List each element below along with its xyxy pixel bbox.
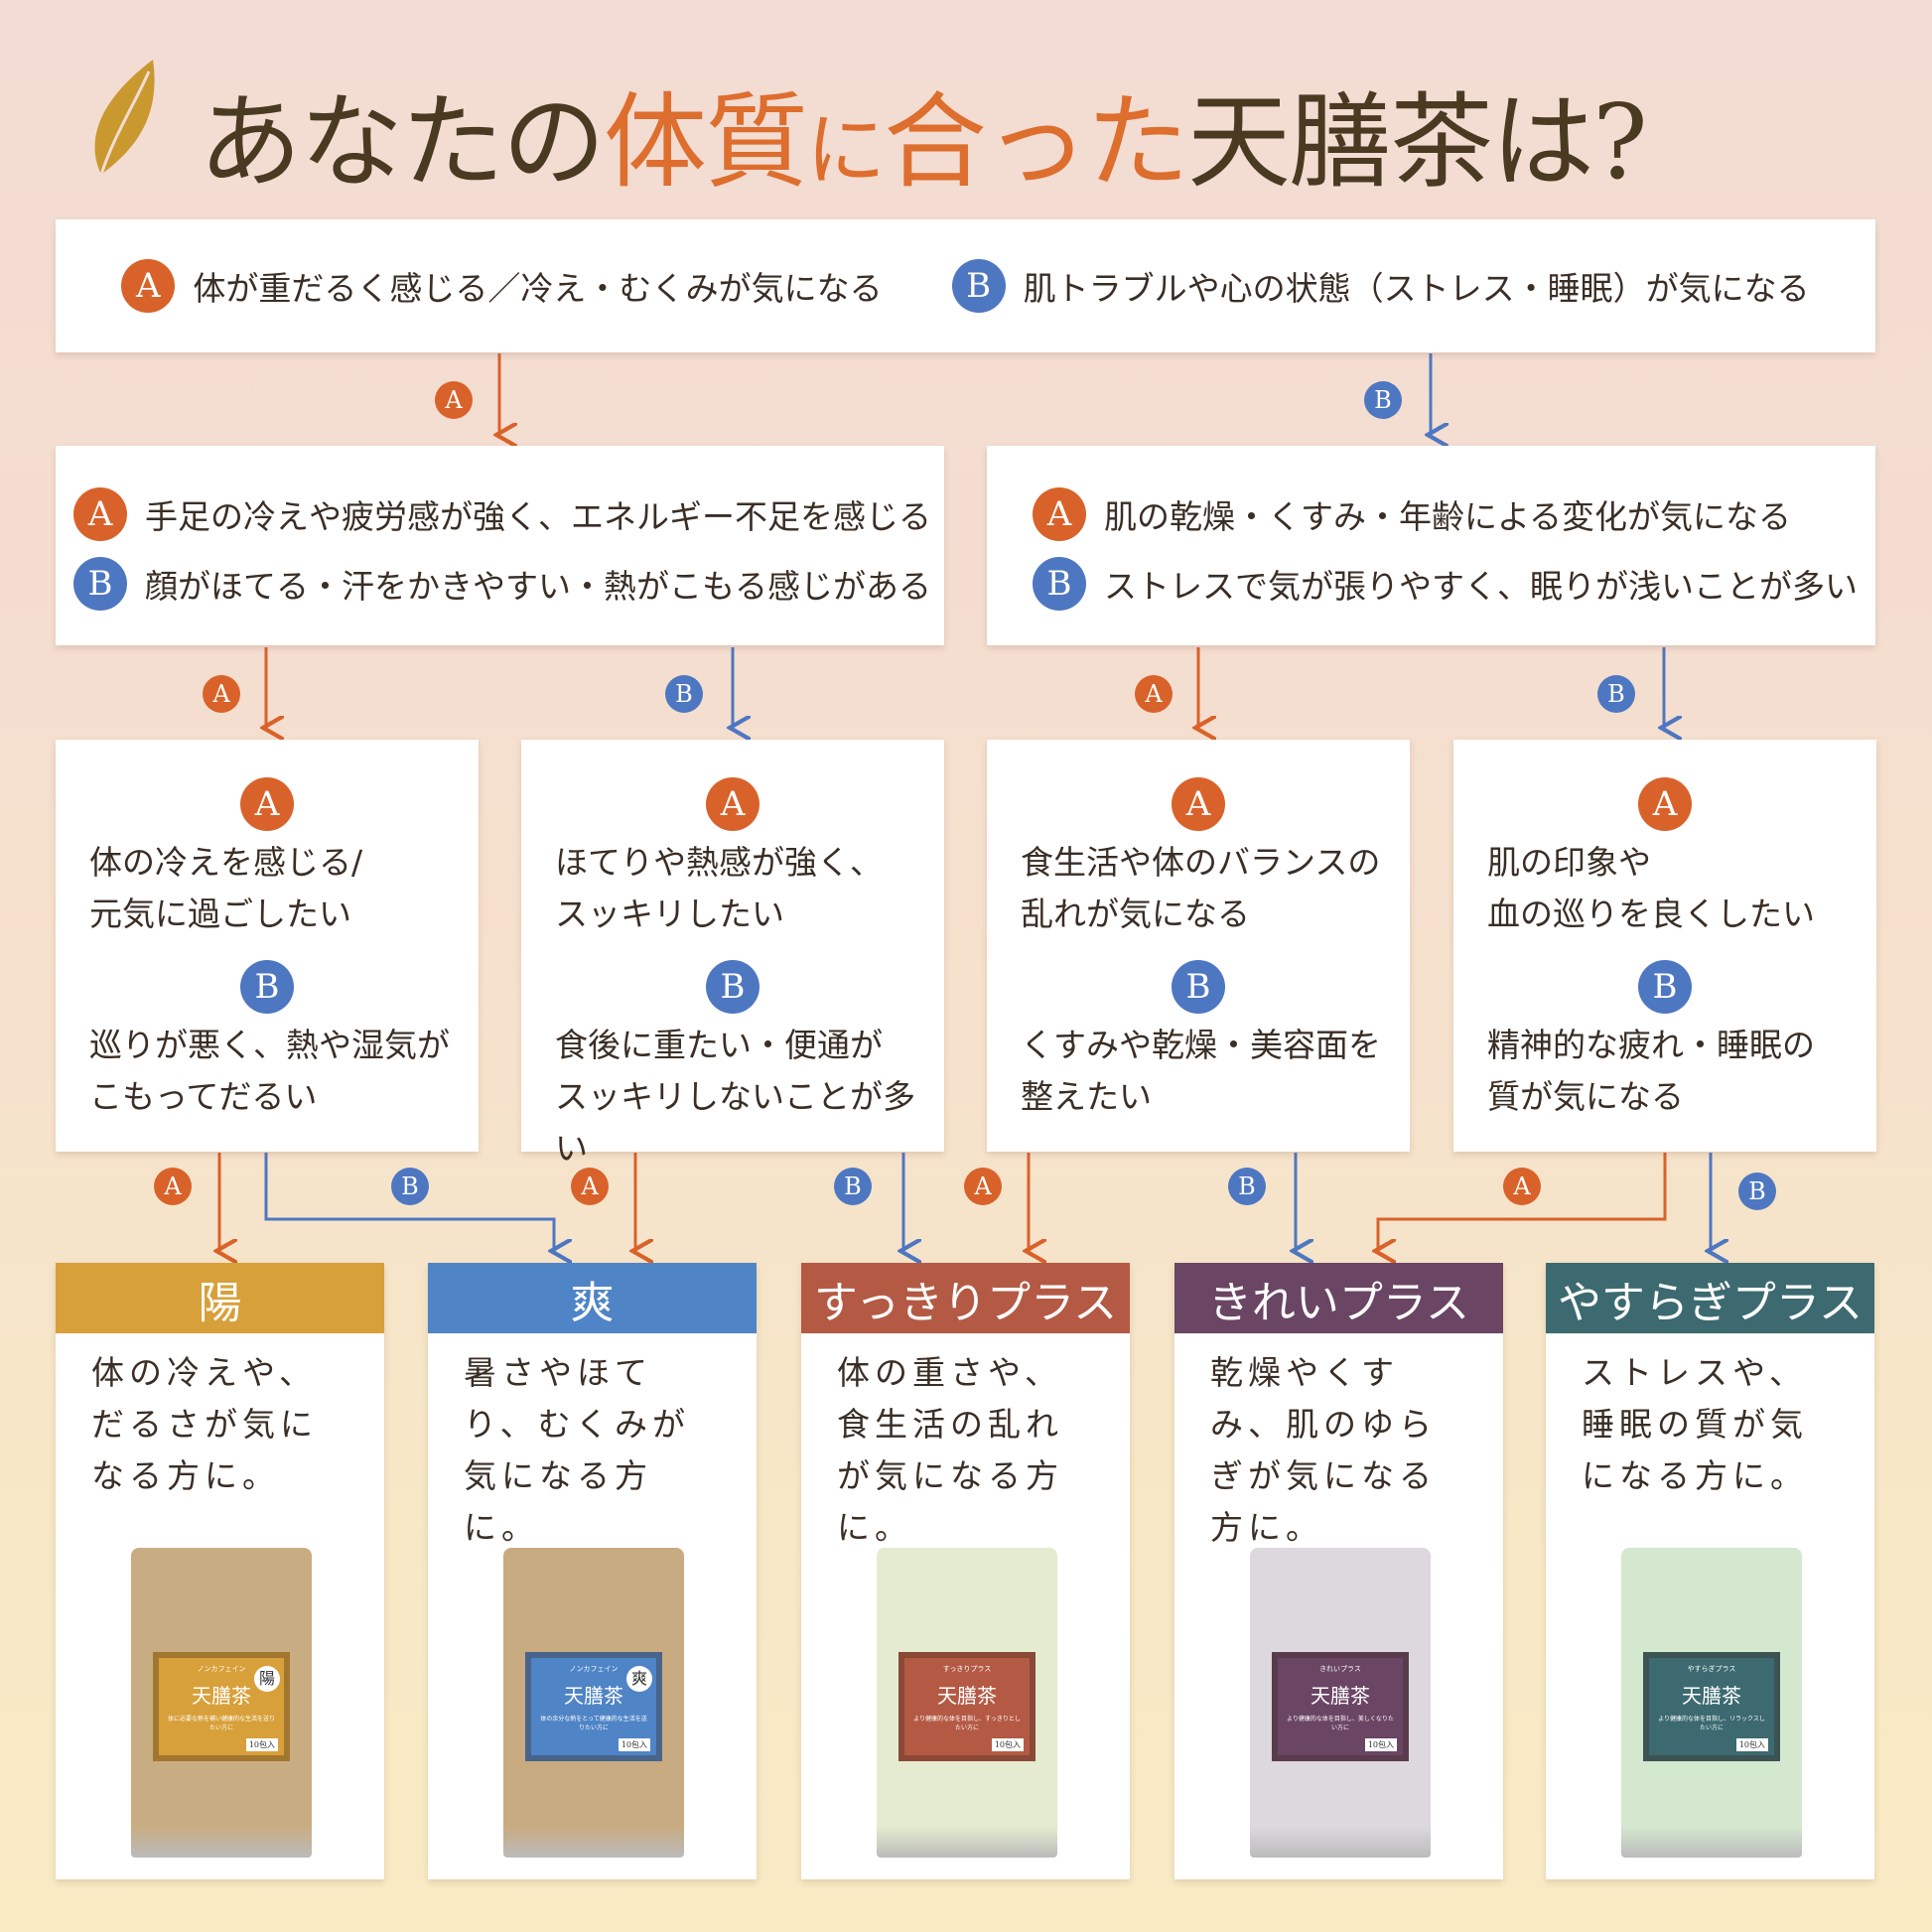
option-text: 体が重だるく感じる／冷え・むくみが気になる [193, 269, 883, 308]
option-text: 体の冷えを感じる/元気に過ごしたい [89, 843, 363, 933]
arrow-badge-a: A [1135, 675, 1173, 713]
option-text: 肌の印象や血の巡りを良くしたい [1487, 843, 1815, 933]
package-label: やすらぎプラス 天膳茶 より健康的な体を目指し、リラックスしたい方に 10包入 [1643, 1652, 1780, 1761]
product-card[interactable]: やすらぎプラス ストレスや、睡眠の質が気になる方に。 やすらぎプラス 天膳茶 よ… [1546, 1263, 1874, 1879]
package-label: きれいプラス 天膳茶 より健康的な体を目指し、美しくなりたい方に 10包入 [1272, 1652, 1409, 1761]
badge-a: A [1033, 487, 1086, 541]
option-text: 食後に重たい・便通がスッキリしないことが多い [555, 1026, 915, 1168]
product-name: 陽 [56, 1263, 384, 1333]
question-3: A 肌の印象や血の巡りを良くしたい B 精神的な疲れ・睡眠の質が気になる [1453, 740, 1876, 1152]
product-name: 爽 [428, 1263, 757, 1333]
product-description: 体の冷えや、だるさが気になる方に。 [91, 1353, 318, 1495]
badge-b: B [1033, 557, 1086, 611]
product-package-image: やすらぎプラス 天膳茶 より健康的な体を目指し、リラックスしたい方に 10包入 [1621, 1548, 1802, 1858]
product-description: 暑さやほてり、むくみが気になる方に。 [464, 1353, 690, 1547]
option-text: ほてりや熱感が強く、スッキリしたい [555, 843, 883, 933]
badge-a: A [1638, 777, 1692, 831]
arrow-badge-a: A [1503, 1168, 1541, 1205]
product-card[interactable]: 爽 暑さやほてり、むくみが気になる方に。 ノンカフェイン 天膳茶 体の余分な熱を… [428, 1263, 757, 1879]
product-name: すっきりプラス [801, 1263, 1130, 1333]
arrow-badge-b: B [391, 1168, 429, 1205]
product-package-image: ノンカフェイン 天膳茶 体に必要な熱を補い健康的な生活を送りたい方に 陽 10包… [131, 1548, 312, 1858]
question-2-left: A 手足の冷えや疲労感が強く、エネルギー不足を感じる B 顔がほてる・汗をかきやすい… [56, 446, 944, 645]
option-text: 手足の冷えや疲労感が強く、エネルギー不足を感じる [145, 497, 931, 536]
product-description: 乾燥やくすみ、肌のゆらぎが気になる方に。 [1210, 1353, 1437, 1547]
arrow-badge-a: A [435, 381, 473, 419]
product-card[interactable]: 陽 体の冷えや、だるさが気になる方に。 ノンカフェイン 天膳茶 体に必要な熱を補… [56, 1263, 384, 1879]
arrow-badge-b: B [665, 675, 703, 713]
badge-b: B [706, 960, 759, 1014]
badge-a: A [121, 259, 176, 313]
arrow-badge-b: B [1597, 675, 1635, 713]
badge-b: B [951, 259, 1006, 313]
q2-option-b[interactable]: B ストレスで気が張りやすく、眠りが浅いことが多い [1033, 557, 1875, 611]
q1-option-a[interactable]: A 体が重だるく感じる／冷え・むくみが気になる [121, 259, 883, 313]
question-2-right: A 肌の乾燥・くすみ・年齢による変化が気になる B ストレスで気が張りやすく、眠りが… [987, 446, 1875, 645]
badge-b: B [1172, 960, 1225, 1014]
product-card[interactable]: すっきりプラス 体の重さや、食生活の乱れが気になる方に。 すっきりプラス 天膳茶… [801, 1263, 1130, 1879]
option-text: ストレスで気が張りやすく、眠りが浅いことが多い [1104, 567, 1858, 606]
arrow-badge-a: A [203, 675, 240, 713]
page-title: あなたの体質に合った天膳茶は? [199, 81, 1648, 203]
arrow-badge-b: B [1738, 1173, 1776, 1210]
option-text: 精神的な疲れ・睡眠の質が気になる [1487, 1026, 1815, 1116]
question-3: A ほてりや熱感が強く、スッキリしたい B 食後に重たい・便通がスッキリしないこ… [521, 740, 944, 1168]
option-text: 肌トラブルや心の状態（ストレス・睡眠）が気になる [1023, 269, 1810, 308]
product-card[interactable]: きれいプラス 乾燥やくすみ、肌のゆらぎが気になる方に。 きれいプラス 天膳茶 よ… [1174, 1263, 1503, 1879]
arrow-badge-b: B [1228, 1168, 1266, 1205]
product-description: ストレスや、睡眠の質が気になる方に。 [1582, 1353, 1808, 1495]
leaf-logo-icon [94, 60, 155, 176]
product-package-image: ノンカフェイン 天膳茶 体の余分な熱をとって健康的な生活を送りたい方に 爽 10… [503, 1548, 684, 1858]
option-text: 肌の乾燥・くすみ・年齢による変化が気になる [1104, 497, 1792, 536]
badge-a: A [73, 487, 127, 541]
product-description: 体の重さや、食生活の乱れが気になる方に。 [837, 1353, 1063, 1547]
arrow-badge-b: B [834, 1168, 872, 1205]
badge-b: B [73, 557, 127, 611]
product-package-image: きれいプラス 天膳茶 より健康的な体を目指し、美しくなりたい方に 10包入 [1250, 1548, 1431, 1858]
package-label: ノンカフェイン 天膳茶 体に必要な熱を補い健康的な生活を送りたい方に 陽 10包… [153, 1652, 290, 1761]
product-package-image: すっきりプラス 天膳茶 より健康的な体を目指し、すっきりとしたい方に 10包入 [877, 1548, 1057, 1858]
product-name: きれいプラス [1174, 1263, 1503, 1333]
option-text: 食生活や体のバランスの乱れが気になる [1021, 843, 1381, 933]
q1-option-b[interactable]: B 肌トラブルや心の状態（ストレス・睡眠）が気になる [951, 259, 1810, 313]
arrow-badge-a: A [154, 1168, 192, 1205]
product-name: やすらぎプラス [1546, 1263, 1874, 1333]
question-3: A 体の冷えを感じる/元気に過ごしたい B 巡りが悪く、熱や湿気がこもってだるい [56, 740, 479, 1152]
q2-option-a[interactable]: A 手足の冷えや疲労感が強く、エネルギー不足を感じる [73, 487, 944, 541]
package-label: すっきりプラス 天膳茶 より健康的な体を目指し、すっきりとしたい方に 10包入 [898, 1652, 1035, 1761]
badge-a: A [240, 777, 294, 831]
option-text: くすみや乾燥・美容面を整えたい [1021, 1026, 1381, 1116]
arrow-badge-b: B [1364, 381, 1402, 419]
arrow-badge-a: A [571, 1168, 609, 1205]
arrow-badge-a: A [964, 1168, 1002, 1205]
option-text: 巡りが悪く、熱や湿気がこもってだるい [89, 1026, 450, 1116]
badge-a: A [1172, 777, 1225, 831]
question-3: A 食生活や体のバランスの乱れが気になる B くすみや乾燥・美容面を整えたい [987, 740, 1410, 1152]
badge-b: B [1638, 960, 1692, 1014]
package-label: ノンカフェイン 天膳茶 体の余分な熱をとって健康的な生活を送りたい方に 爽 10… [525, 1652, 662, 1761]
option-text: 顔がほてる・汗をかきやすい・熱がこもる感じがある [145, 567, 931, 606]
badge-b: B [240, 960, 294, 1014]
question-1: A 体が重だるく感じる／冷え・むくみが気になる B 肌トラブルや心の状態（ストレス・… [56, 219, 1875, 352]
q2-option-b[interactable]: B 顔がほてる・汗をかきやすい・熱がこもる感じがある [73, 557, 944, 611]
badge-a: A [706, 777, 759, 831]
q2-option-a[interactable]: A 肌の乾燥・くすみ・年齢による変化が気になる [1033, 487, 1875, 541]
